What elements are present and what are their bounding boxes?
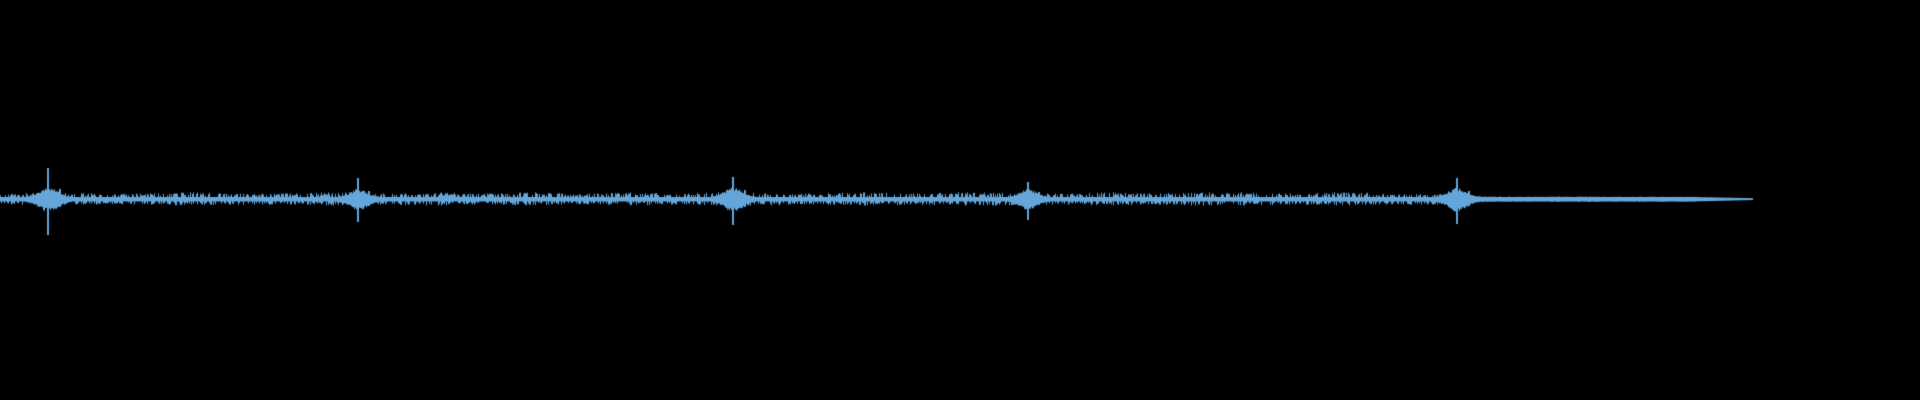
waveform-screen <box>0 0 1920 400</box>
audio-waveform-canvas <box>0 0 1920 400</box>
